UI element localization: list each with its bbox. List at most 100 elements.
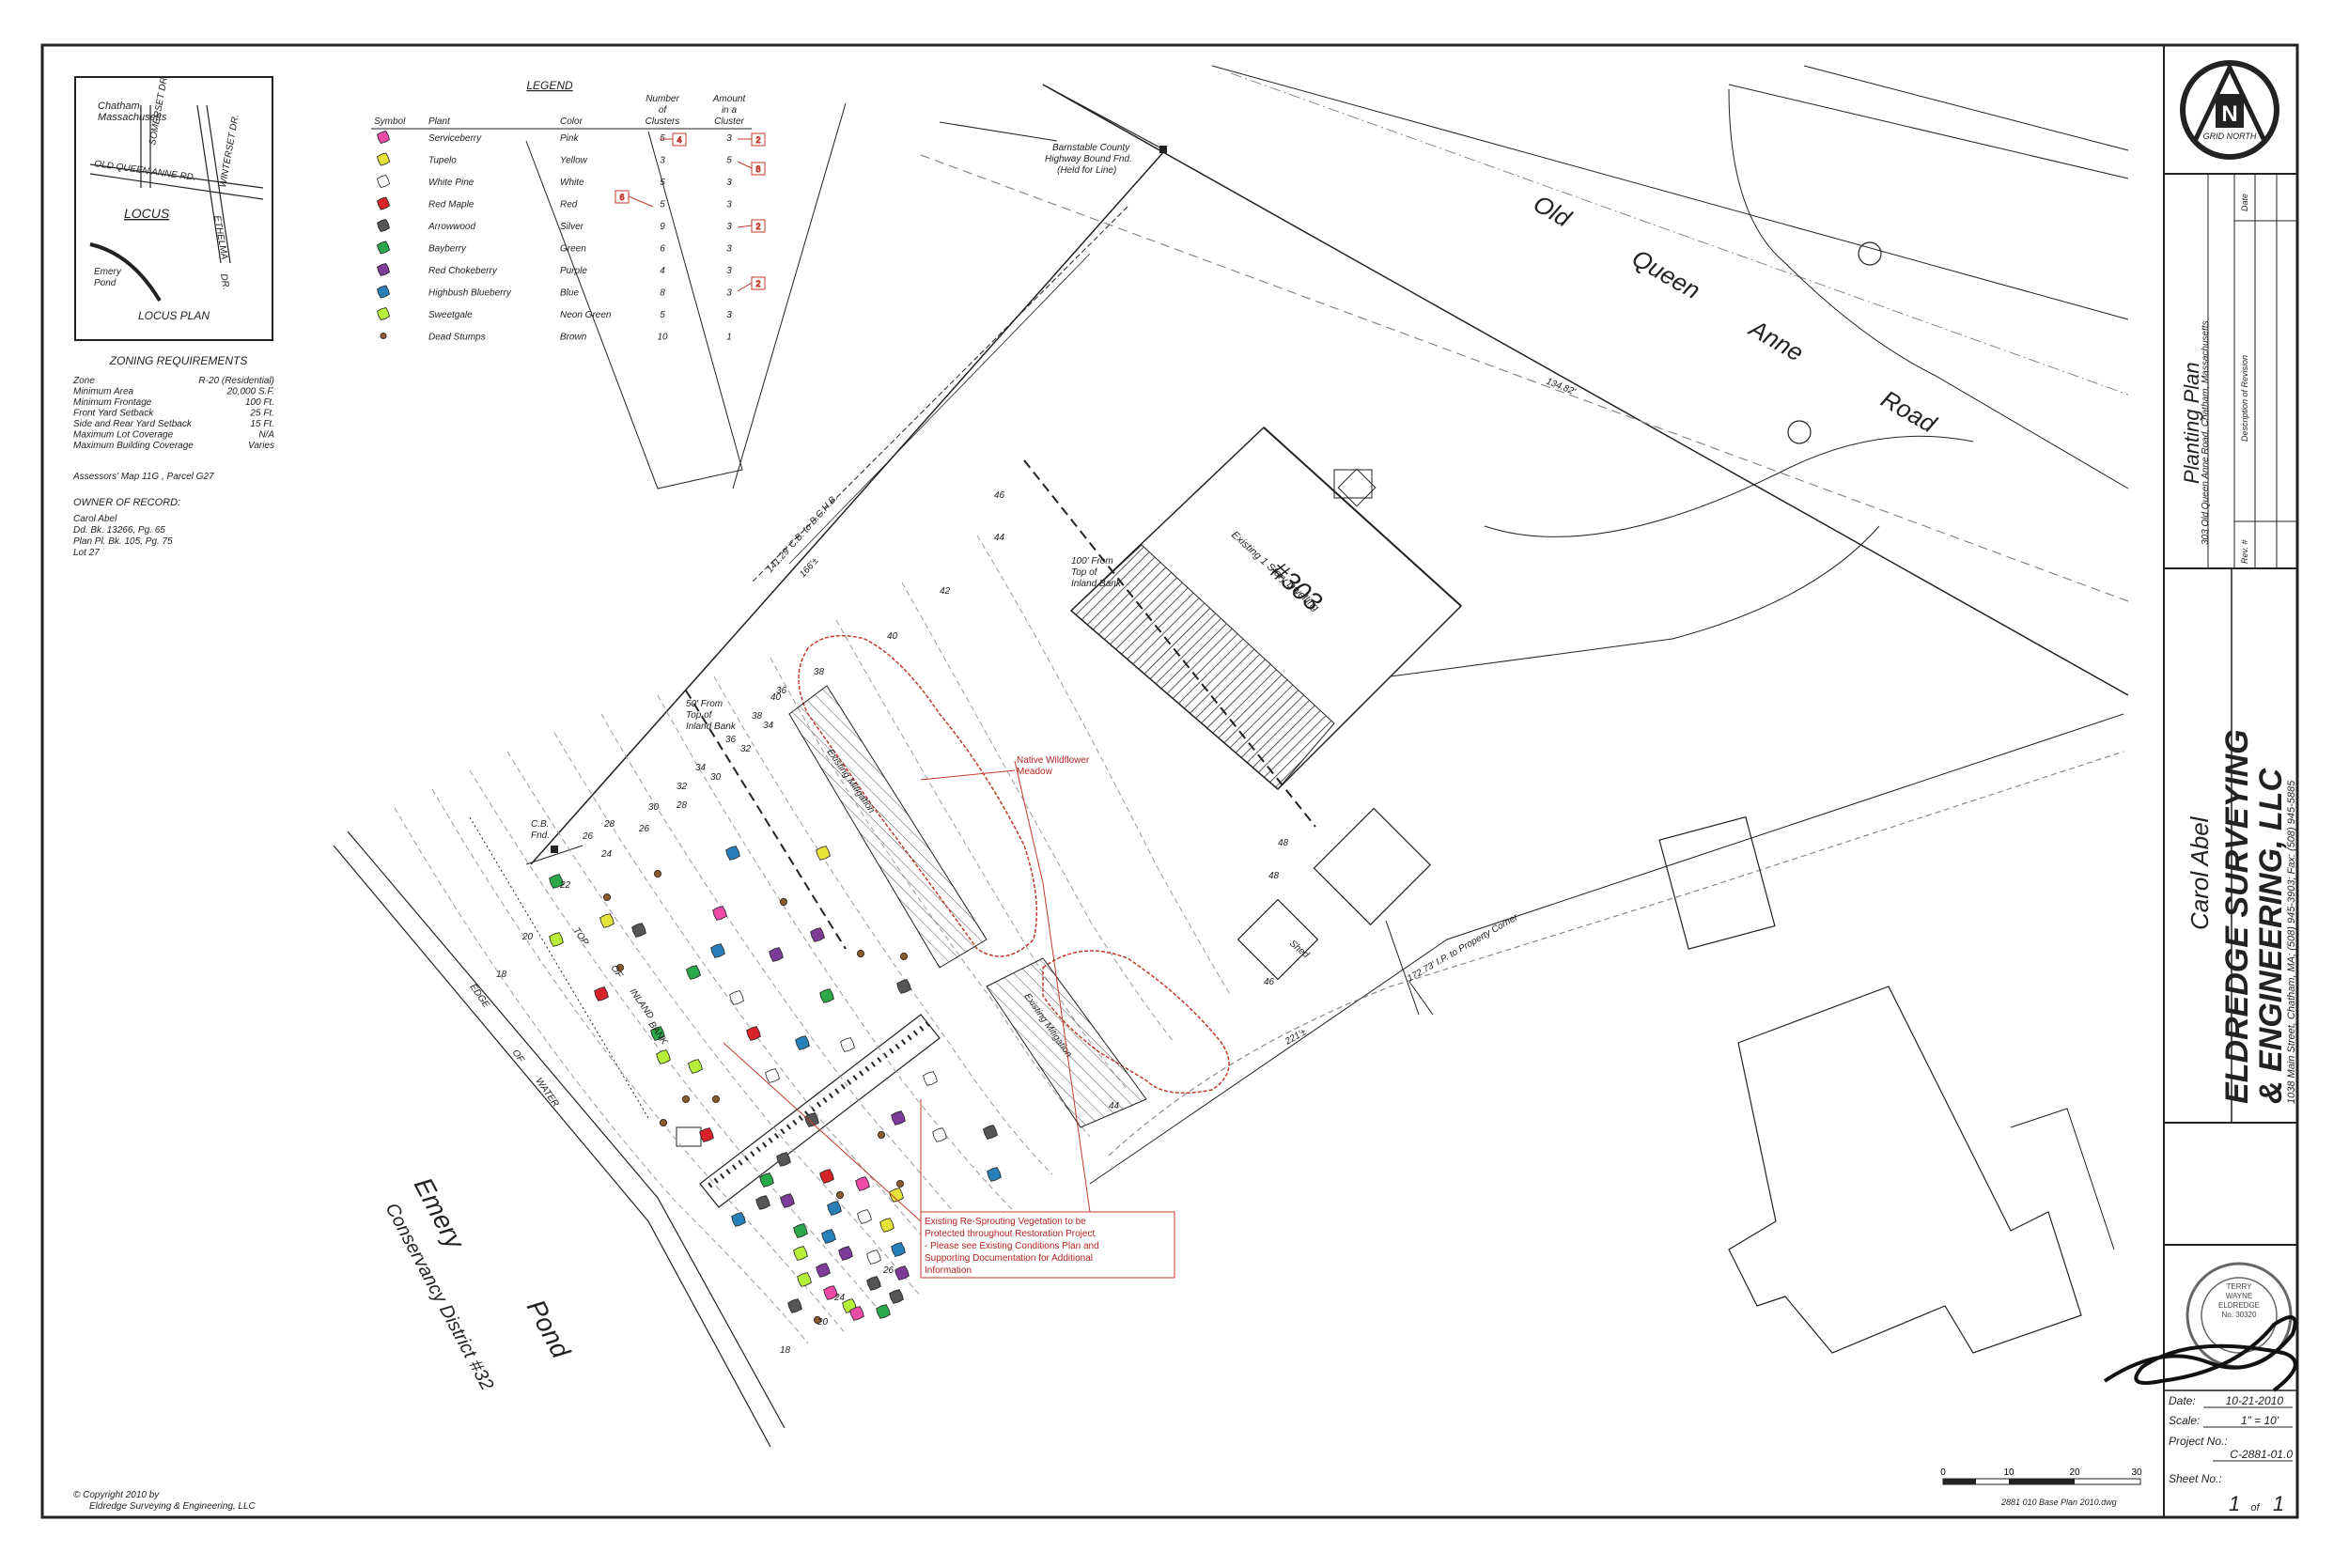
plant-symbol: [549, 932, 564, 947]
zoning-title: ZONING REQUIREMENTS: [109, 354, 248, 367]
zoning-label: Zone: [72, 376, 95, 386]
title-block: N GRID NORTH Planting Plan 303 Old Queen…: [2103, 45, 2297, 1517]
plant-symbol: [889, 1188, 904, 1203]
legend-color: Yellow: [560, 156, 588, 166]
plant-symbol: [769, 947, 784, 962]
project-label: Project No.:: [2169, 1435, 2228, 1448]
legend-amount: 3: [726, 133, 732, 144]
plant-symbols: [549, 846, 1002, 1325]
legend-header-clusters: Number: [646, 94, 679, 104]
plant-symbol: [857, 1209, 872, 1224]
contour-label: 26: [882, 1265, 894, 1276]
plant-symbol: [816, 1263, 831, 1278]
north-letter: N: [2221, 101, 2237, 127]
plant-symbol: [894, 1265, 910, 1281]
plant-symbol: [377, 241, 390, 255]
edge-of-water: EDGE: [468, 982, 491, 1010]
barnstable-note: Barnstable County: [1052, 143, 1130, 153]
owner-line: Lot 27: [73, 548, 100, 558]
plant-symbol: [656, 1049, 671, 1064]
legend-amount: 3: [726, 288, 732, 299]
legend-plant: Red Maple: [428, 200, 474, 210]
legend-amount: 3: [726, 266, 732, 276]
note-50: Inland Bank: [686, 722, 737, 732]
site-address: 303 Old Queen Anne Road, Chatham, Massac…: [2201, 320, 2211, 545]
seal-text: No. 30320: [2222, 1311, 2257, 1319]
top-of-bank: TOP: [571, 925, 591, 947]
barnstable-note: Highway Bound Fnd.: [1045, 154, 1132, 164]
stump-symbol: [857, 950, 865, 958]
sheet-border: [40, 43, 2299, 1519]
plant-symbol: [780, 1193, 795, 1208]
contour-label: 42: [940, 586, 951, 597]
plant-symbol: [631, 923, 646, 938]
plant-symbol: [599, 913, 614, 928]
sprouting-note: Supporting Documentation for Additional: [925, 1253, 1093, 1264]
north-arrow-icon: N GRID NORTH: [2180, 60, 2279, 160]
contour-label: 44: [1109, 1101, 1120, 1111]
plant-symbol: [729, 990, 744, 1005]
rev-mark: 6: [619, 193, 624, 202]
wildflower-note: Meadow: [1017, 767, 1053, 777]
legend-clusters: 5: [660, 200, 665, 210]
contour-label: 28: [676, 800, 688, 811]
existing-dwelling: #303 Existing 1 Story Dwelling: [1069, 426, 1463, 791]
legend-plant: Arrowwood: [428, 222, 475, 232]
stump-symbol: [896, 1180, 905, 1188]
note-50: 50' From: [686, 699, 723, 709]
client-name: Carol Abel: [2186, 815, 2214, 930]
legend-color: Neon Green: [560, 310, 612, 320]
locus-road-winterset: WINTERSET DR.: [218, 114, 241, 189]
plant-symbol: [377, 196, 390, 210]
zoning-label: Maximum Building Coverage: [73, 441, 194, 451]
date-label: Date:: [2169, 1394, 2196, 1407]
legend-clusters: 5: [660, 310, 665, 320]
project-value: C-2881-01.0: [2230, 1448, 2293, 1461]
plant-symbol: [746, 1026, 761, 1041]
zoning-label: Front Yard Setback: [73, 409, 154, 419]
plant-symbol: [849, 1306, 864, 1321]
legend-clusters: 3: [660, 156, 665, 166]
owner-title: OWNER OF RECORD:: [73, 497, 180, 508]
owner-line: Dd. Bk. 13266, Pg. 65: [73, 525, 165, 536]
edge-of-water: WATER: [534, 1076, 561, 1109]
zoning-value: 15 Ft.: [250, 419, 274, 429]
locus-label: LOCUS: [124, 206, 170, 221]
sprouting-note: Existing Re-Sprouting Vegetation to be: [925, 1217, 1086, 1227]
legend-revision-marks: 4 2 8 6 2 2: [614, 132, 766, 292]
dim-cb: 141.29' C.B. to B.C.H.B.: [765, 493, 840, 575]
stump-symbol: [660, 1119, 668, 1127]
zoning-value: Varies: [248, 441, 274, 451]
stump-symbol: [712, 1095, 721, 1104]
plant-symbol: [987, 1167, 1002, 1182]
plant-symbol: [650, 1026, 665, 1041]
drawing-file: 2881 010 Base Plan 2010.dwg: [2000, 1498, 2117, 1507]
stump-symbol: [616, 964, 625, 972]
rev-mark: 2: [755, 279, 760, 288]
legend-color: Silver: [560, 222, 584, 232]
rev-mark: 8: [755, 164, 760, 174]
seal-text: ELDREDGE: [2218, 1301, 2260, 1310]
plant-symbol: [377, 285, 390, 299]
edge-of-water: OF: [510, 1048, 526, 1064]
plant-symbol: [686, 965, 701, 980]
owner-of-record: OWNER OF RECORD: Carol Abel Dd. Bk. 1326…: [73, 497, 180, 558]
locus-plan: Chatham, Massachusetts OLD QUEEN ANNE RD…: [74, 74, 273, 341]
legend-amount: 5: [726, 156, 732, 166]
engineer-seal: TERRY WAYNE ELDREDGE No. 30320: [2103, 1262, 2297, 1392]
sheet-number: 1: [2229, 1492, 2240, 1515]
legend-color: Green: [560, 244, 586, 255]
stump-symbol: [603, 893, 612, 902]
scale-tick: 10: [2003, 1467, 2015, 1478]
sheet-of: of: [2250, 1502, 2260, 1514]
pond-name-pond: Pond: [521, 1295, 577, 1364]
grid-north: GRID NORTH: [2203, 132, 2257, 141]
note-100: 100' From: [1071, 556, 1113, 567]
contour-label: 44: [994, 533, 1005, 543]
contour-label: 20: [521, 932, 534, 942]
plant-symbol: [594, 986, 609, 1001]
zoning-value: 20,000 S.F.: [226, 387, 274, 397]
plant-symbol: [840, 1037, 855, 1052]
rev-header: Description of Revision: [2240, 355, 2249, 442]
legend-clusters: 9: [660, 222, 665, 232]
